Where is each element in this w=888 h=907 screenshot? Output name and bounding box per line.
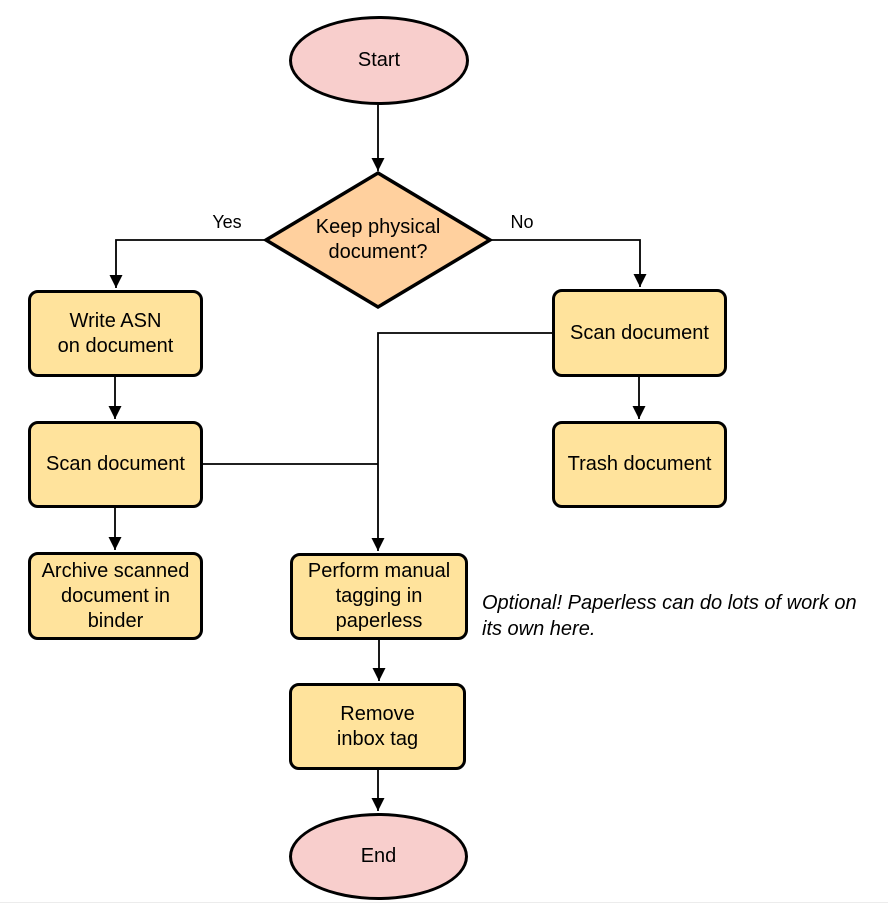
end-node: End (289, 813, 468, 900)
decision-node-label: Keep physical document? (315, 216, 441, 263)
write-asn-node: Write ASN on document (28, 290, 203, 377)
scan-document-left-node: Scan document (28, 421, 203, 508)
decision-diamond-shape (262, 170, 494, 310)
manual-tagging-node: Perform manual tagging in paperless (290, 553, 468, 640)
edge-label-yes: Yes (212, 212, 242, 232)
bottom-divider (0, 902, 888, 903)
archive-document-node: Archive scanned document in binder (28, 552, 203, 640)
remove-inbox-tag-node: Remove inbox tag (289, 683, 466, 770)
trash-document-node: Trash document (552, 421, 727, 508)
edge-decision-yes-to-write-asn (109, 239, 266, 288)
edge-label-no: No (510, 212, 534, 232)
edge-decision-no-to-scan-document (490, 239, 647, 287)
optional-note: Optional! Paperless can do lots of work … (482, 592, 857, 640)
start-node: Start (289, 16, 469, 105)
edge-scan-right-to-tagging (371, 332, 552, 551)
scan-document-right-node: Scan document (552, 289, 727, 377)
